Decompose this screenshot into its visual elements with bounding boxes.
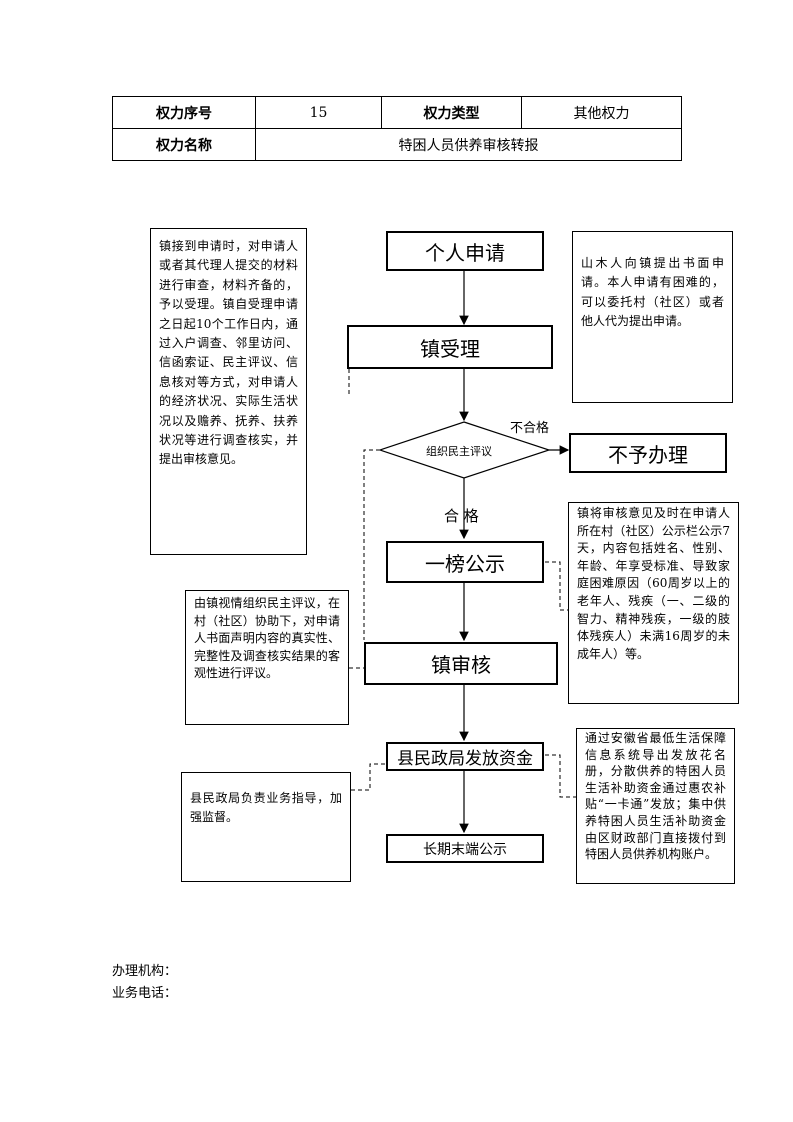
power-number-value: 15 — [255, 96, 382, 129]
power-name-value: 特困人员供养审核转报 — [255, 128, 682, 161]
step-accept-label: 镇受理 — [420, 336, 480, 361]
step-reject: 不予办理 — [569, 433, 727, 473]
note-evaluate: 由镇视情组织民主评议，在村（社区）协助下，对申请人书面声明内容的真实性、完整性及… — [185, 590, 349, 725]
note-county-text: 县民政局负责业务指导，加强监督。 — [190, 791, 342, 825]
note-publicity: 镇将审核意见及时在申请人所在村（社区）公示栏公示7天，内容包括姓名、性别、年龄、… — [568, 502, 739, 704]
note-apply-text: 山木人向镇提出书面申请。本人申请有困难的，可以委托村（社区）或者他人代为提出申请… — [581, 256, 724, 329]
step-town-review-label: 镇审核 — [431, 653, 491, 677]
step-evaluate-label: 组织民主评议 — [426, 445, 492, 458]
note-accept: 镇接到申请时，对申请人或者其代理人提交的材料进行审查，材料齐备的，予以受理。镇自… — [150, 228, 307, 555]
dashed-county-note — [351, 763, 386, 791]
note-evaluate-text: 由镇视情组织民主评议，在村（社区）协助下，对申请人书面声明内容的真实性、完整性及… — [194, 596, 340, 681]
power-info-table: 权力序号 15 权力类型 其他权力 权力名称 特困人员供养审核转报 — [112, 96, 682, 161]
note-county: 县民政局负责业务指导，加强监督。 — [181, 772, 351, 882]
agency-label: 办理机构： — [112, 964, 178, 979]
note-apply: 山木人向镇提出书面申请。本人申请有困难的，可以委托村（社区）或者他人代为提出申请… — [572, 231, 733, 403]
dashed-evaluate-note — [363, 449, 380, 640]
label-fail: 不合格 — [510, 421, 550, 436]
power-number-label: 权力序号 — [112, 96, 256, 129]
table-row: 权力名称 特困人员供养审核转报 — [112, 128, 682, 161]
evaluate-diamond — [378, 421, 551, 479]
step-publicity-label: 一榜公示 — [425, 551, 505, 576]
step-county-fund: 县民政局发放资金 — [386, 742, 544, 771]
step-apply: 个人申请 — [386, 231, 544, 271]
step-town-review: 镇审核 — [364, 642, 558, 685]
dashed-publicity-note — [545, 561, 568, 611]
note-fund-text: 通过安徽省最低生活保障信息系统导出发放花名册，分散供养的特困人员生活补助资金通过… — [585, 731, 726, 862]
step-long-publicity: 长期末端公示 — [386, 834, 544, 863]
step-accept: 镇受理 — [347, 325, 553, 369]
label-pass: 合 格 — [444, 507, 479, 525]
step-apply-label: 个人申请 — [425, 240, 505, 265]
step-publicity: 一榜公示 — [386, 541, 544, 583]
phone-label: 业务电话： — [112, 986, 178, 1001]
dashed-fund-note — [545, 754, 576, 798]
step-county-fund-label: 县民政局发放资金 — [397, 749, 533, 769]
note-publicity-text: 镇将审核意见及时在申请人所在村（社区）公示栏公示7天，内容包括姓名、性别、年龄、… — [577, 506, 730, 661]
note-fund: 通过安徽省最低生活保障信息系统导出发放花名册，分散供养的特困人员生活补助资金通过… — [576, 728, 735, 884]
note-accept-text: 镇接到申请时，对申请人或者其代理人提交的材料进行审查，材料齐备的，予以受理。镇自… — [159, 239, 298, 467]
step-reject-label: 不予办理 — [608, 442, 688, 467]
table-row: 权力序号 15 权力类型 其他权力 — [112, 96, 682, 129]
power-type-value: 其他权力 — [521, 96, 682, 129]
step-long-publicity-label: 长期末端公示 — [423, 841, 507, 858]
